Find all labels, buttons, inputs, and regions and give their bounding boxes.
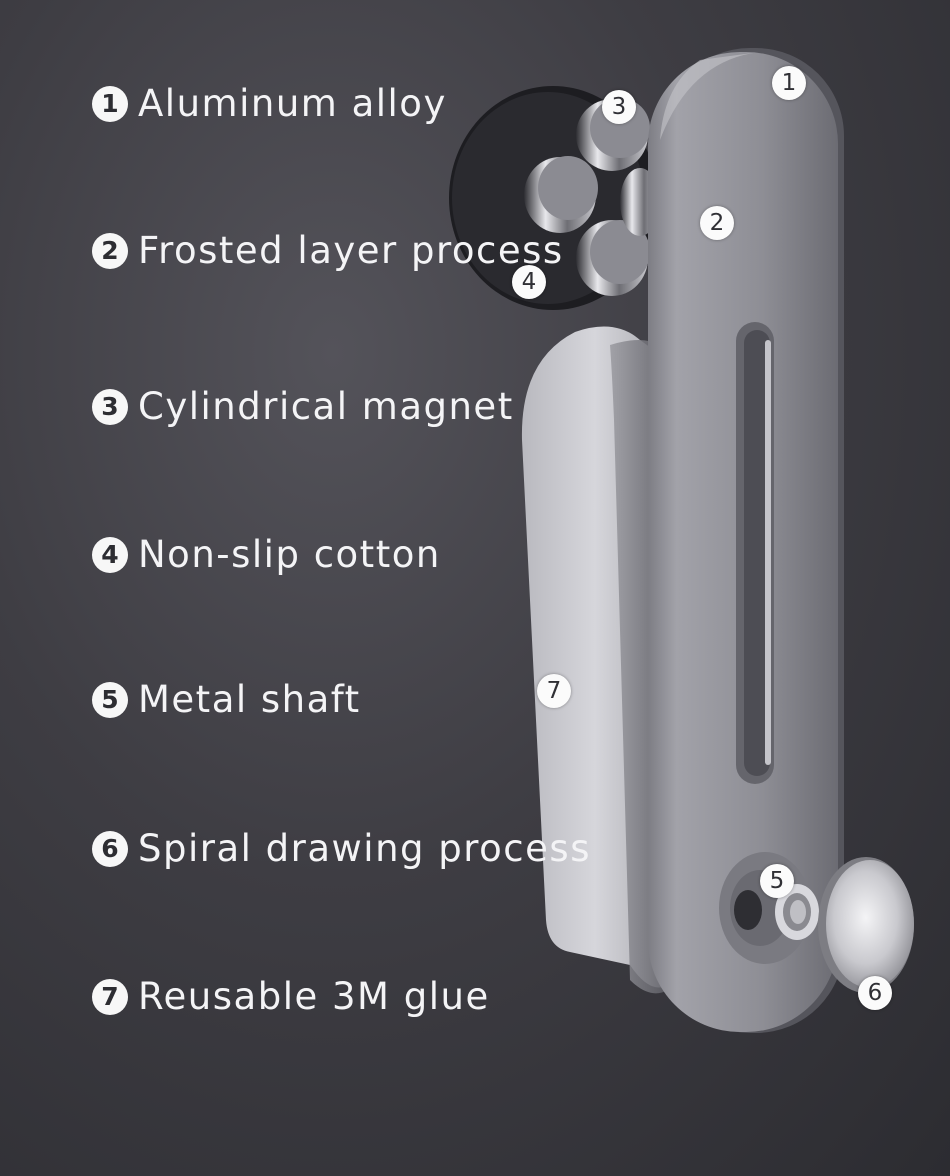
feature-label: Reusable 3M glue: [138, 975, 490, 1018]
adhesive-pad: [521, 326, 668, 994]
feature-label: Non-slip cotton: [138, 533, 441, 576]
callout-3: 3: [602, 90, 636, 124]
feature-number: 1: [92, 85, 128, 122]
feature-item-spiral-drawing: 6 Spiral drawing process: [92, 827, 591, 870]
callout-4: 4: [512, 265, 546, 299]
callout-1: 1: [772, 66, 806, 100]
feature-item-non-slip-cotton: 4 Non-slip cotton: [92, 533, 441, 576]
feature-number: 5: [92, 681, 128, 718]
feature-item-metal-shaft: 5 Metal shaft: [92, 678, 361, 721]
callout-2: 2: [700, 206, 734, 240]
feature-item-frosted-layer: 2 Frosted layer process: [92, 229, 564, 272]
feature-label: Spiral drawing process: [138, 827, 591, 870]
feature-item-cylindrical-magnet: 3 Cylindrical magnet: [92, 385, 514, 428]
feature-number: 4: [92, 536, 128, 573]
feature-number: 3: [92, 388, 128, 425]
feature-label: Metal shaft: [138, 678, 361, 721]
feature-label: Cylindrical magnet: [138, 385, 514, 428]
callout-6: 6: [858, 976, 892, 1010]
feature-label: Aluminum alloy: [138, 82, 447, 125]
feature-number: 6: [92, 830, 128, 867]
spiral-cap: [818, 857, 914, 993]
callout-7: 7: [537, 674, 571, 708]
callout-5: 5: [760, 864, 794, 898]
aluminum-plate: [648, 48, 844, 1033]
feature-item-aluminum-alloy: 1 Aluminum alloy: [92, 82, 447, 125]
feature-item-reusable-glue: 7 Reusable 3M glue: [92, 975, 490, 1018]
feature-label: Frosted layer process: [138, 229, 564, 272]
metal-shaft: [775, 884, 819, 940]
feature-number: 7: [92, 978, 128, 1015]
feature-number: 2: [92, 232, 128, 269]
magnets: [524, 98, 660, 296]
